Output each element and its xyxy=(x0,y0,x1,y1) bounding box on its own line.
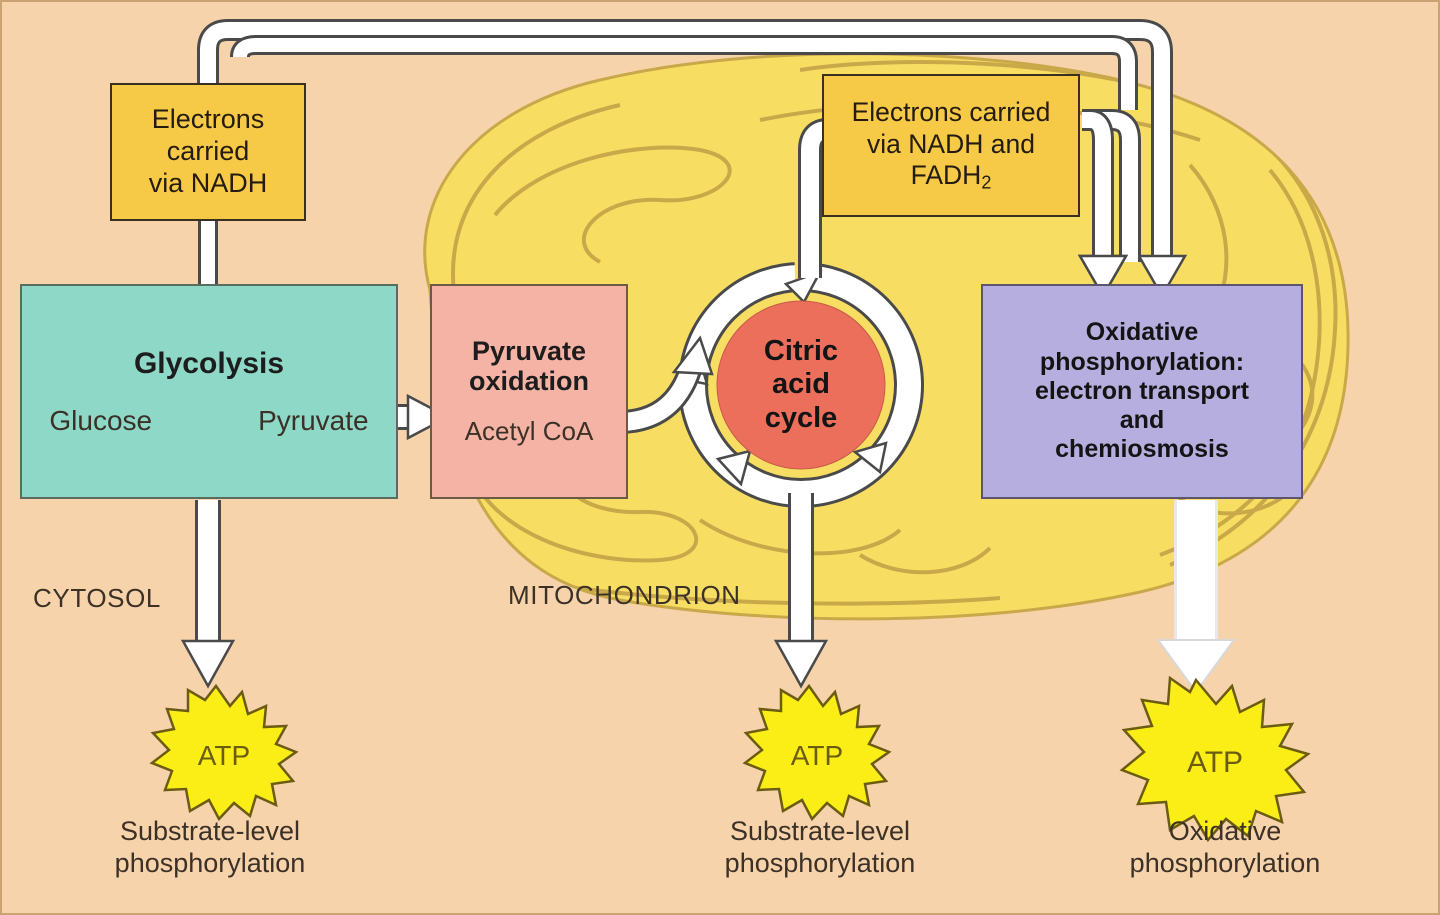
glycolysis-title: Glycolysis xyxy=(133,346,285,380)
electron-carrier-box-right[interactable]: Electrons carried via NADH and FADH2 xyxy=(822,74,1080,217)
caption1-line2: phosphorylation xyxy=(114,848,306,879)
atp-label: ATP xyxy=(791,740,843,771)
caption-oxidative-phosphorylation: Oxidative phosphorylation xyxy=(1075,815,1375,880)
electron-carrier-box-left[interactable]: Electrons carried via NADH xyxy=(110,83,306,221)
atp-arrow-glycolysis xyxy=(180,500,236,689)
oxidative-phosphorylation-box[interactable]: Oxidative phosphorylation: electron tran… xyxy=(981,284,1303,499)
electron-route-left xyxy=(197,19,1188,299)
pyruvate-title-line2: oxidation xyxy=(469,366,589,396)
atp-star-citric: ATP xyxy=(742,683,892,822)
glycolysis-box[interactable]: Glycolysis Glucose Pyruvate xyxy=(20,284,398,499)
caption2-line2: phosphorylation xyxy=(724,848,916,879)
pyruvate-label: Pyruvate xyxy=(258,404,369,436)
nadh-left-line3: via NADH xyxy=(148,167,268,198)
caption-substrate-level-glycolysis: Substrate-level phosphorylation xyxy=(55,815,365,880)
atp-arrow-citric-cycle xyxy=(773,493,829,689)
caption-substrate-level-citric: Substrate-level phosphorylation xyxy=(670,815,970,880)
nadh-left-line1: Electrons xyxy=(151,104,265,135)
arrowhead-to-oxphos-far xyxy=(1136,254,1188,299)
citric-line2: acid xyxy=(771,368,830,401)
cytosol-label: CYTOSOL xyxy=(33,583,161,613)
pyruvate-oxidation-title: Pyruvate oxidation xyxy=(469,336,589,396)
acetyl-coa-label: Acetyl CoA xyxy=(464,416,594,447)
caption3-line2: phosphorylation xyxy=(1129,848,1321,879)
cycle-arrowhead-bottom-right xyxy=(852,441,888,475)
oxphos-line2: phosphorylation: xyxy=(1039,347,1245,376)
pyruvate-title-line1: Pyruvate xyxy=(471,335,587,366)
glycolysis-reaction: Glucose Pyruvate xyxy=(49,405,368,437)
oxphos-line5: chemiosmosis xyxy=(1055,435,1229,464)
citric-line3: cycle xyxy=(764,401,838,434)
citric-line1: Citric xyxy=(763,334,839,367)
nadh-right-line1: Electrons carried xyxy=(851,97,1051,128)
electron-route-rail-inner xyxy=(230,35,1138,110)
mitochondrion-label: MITOCHONDRION xyxy=(508,580,741,610)
glucose-label: Glucose xyxy=(49,404,153,436)
atp-star-glycolysis: ATP xyxy=(149,683,299,822)
electron-route-right xyxy=(1077,109,1141,299)
oxphos-line4: and xyxy=(1119,406,1165,435)
oxphos-line3: electron transport xyxy=(1035,376,1249,405)
citric-acid-cycle-label[interactable]: Citric acid cycle xyxy=(716,330,886,440)
cycle-arrowhead-bottom-left xyxy=(715,449,752,487)
caption1-line1: Substrate-level xyxy=(119,816,301,846)
oxphos-line1: Oxidative xyxy=(1085,318,1199,347)
nadh-right-line3: FADH2 xyxy=(910,159,992,193)
pyruvate-oxidation-box[interactable]: Pyruvate oxidation Acetyl CoA xyxy=(430,284,628,499)
atp-label: ATP xyxy=(198,740,250,771)
fadh2-subscript: 2 xyxy=(981,172,992,193)
atp-label: ATP xyxy=(1187,746,1243,779)
nadh-left-line2: carried xyxy=(166,136,250,167)
atp-arrow-oxphos xyxy=(1156,500,1236,694)
caption2-line1: Substrate-level xyxy=(729,816,911,846)
cristae-folds xyxy=(439,60,1338,619)
citric-cycle-circle xyxy=(716,300,886,470)
atp-star-oxphos: ATP xyxy=(1119,675,1311,843)
nadh-right-line2: via NADH and xyxy=(867,128,1035,159)
caption3-line1: Oxidative xyxy=(1168,816,1282,846)
